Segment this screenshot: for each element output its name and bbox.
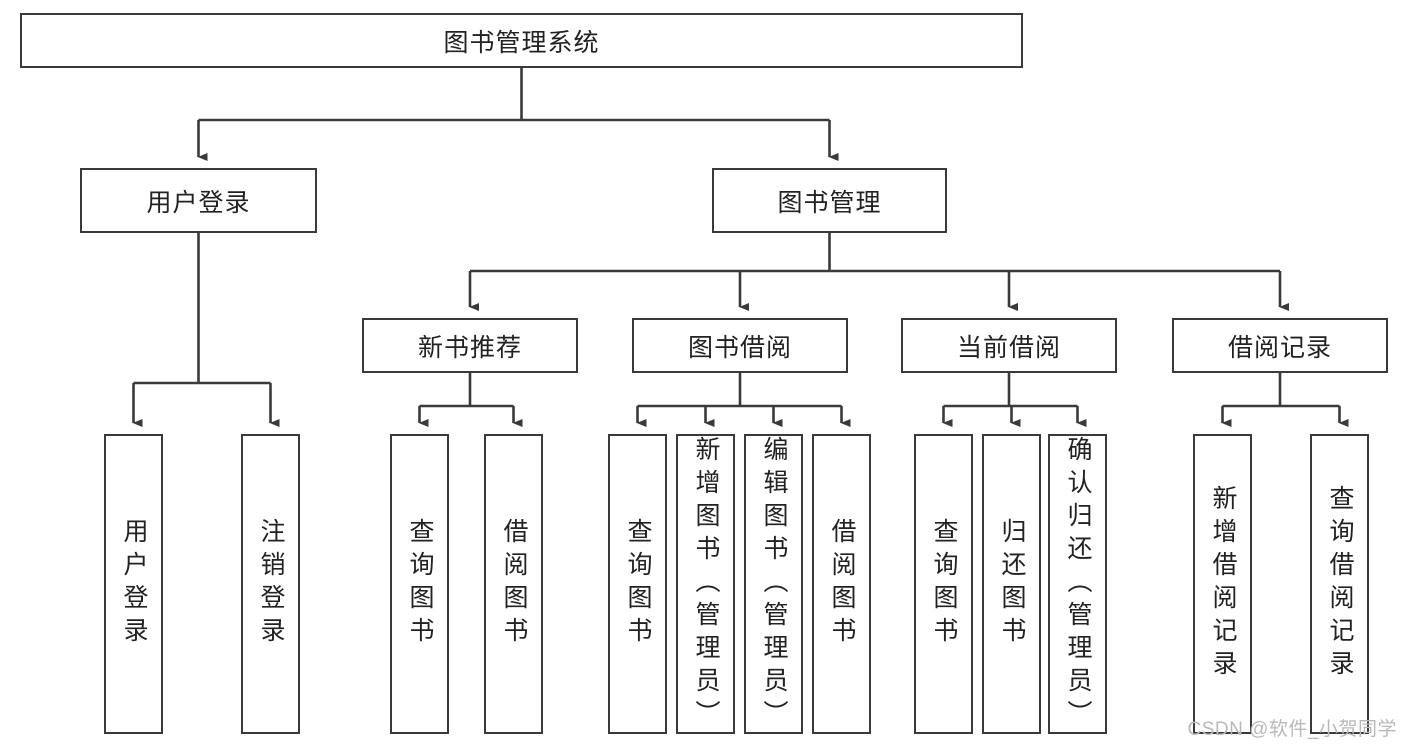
node-label: 图书管理 bbox=[777, 188, 882, 217]
node-label: 注销登录 bbox=[257, 518, 285, 650]
node-label: 用户登录 bbox=[120, 518, 148, 650]
node-cb-return[interactable]: 归还图书 bbox=[982, 434, 1041, 734]
node-label: 新增借阅记录 bbox=[1209, 485, 1237, 683]
node-label: 新增图书（管理员） bbox=[692, 435, 720, 733]
node-bb-query[interactable]: 查询图书 bbox=[608, 434, 667, 734]
node-bb-edit[interactable]: 编辑图书（管理员） bbox=[744, 434, 803, 734]
node-records[interactable]: 借阅记录 bbox=[1172, 318, 1388, 373]
node-bookmgmt[interactable]: 图书管理 bbox=[712, 168, 947, 233]
node-label: 图书借阅 bbox=[687, 333, 792, 362]
node-label: 借阅记录 bbox=[1227, 333, 1332, 362]
node-cb-confirm[interactable]: 确认归还（管理员） bbox=[1048, 434, 1107, 734]
node-newbook[interactable]: 新书推荐 bbox=[362, 318, 578, 373]
node-userlogin[interactable]: 用户登录 bbox=[104, 434, 163, 734]
node-rc-query[interactable]: 查询借阅记录 bbox=[1310, 434, 1369, 734]
node-rc-add[interactable]: 新增借阅记录 bbox=[1193, 434, 1252, 734]
node-userlogout[interactable]: 注销登录 bbox=[241, 434, 300, 734]
node-login[interactable]: 用户登录 bbox=[80, 168, 317, 233]
csdn-watermark: CSDN @软件_小贺同学 bbox=[1187, 719, 1397, 740]
node-label: 当前借阅 bbox=[956, 333, 1061, 362]
node-borrow[interactable]: 图书借阅 bbox=[632, 318, 848, 373]
node-root[interactable]: 图书管理系统 bbox=[20, 13, 1023, 68]
node-label: 新书推荐 bbox=[417, 333, 522, 362]
node-label: 查询图书 bbox=[624, 518, 652, 650]
node-current[interactable]: 当前借阅 bbox=[901, 318, 1117, 373]
node-label: 查询图书 bbox=[930, 518, 958, 650]
node-label: 归还图书 bbox=[998, 518, 1026, 650]
node-cb-query[interactable]: 查询图书 bbox=[914, 434, 973, 734]
node-label: 查询图书 bbox=[406, 518, 434, 650]
node-label: 确认归还（管理员） bbox=[1064, 435, 1092, 733]
node-label: 图书管理系统 bbox=[443, 28, 600, 57]
node-label: 借阅图书 bbox=[828, 518, 856, 650]
node-label: 编辑图书（管理员） bbox=[760, 435, 788, 733]
node-bb-add[interactable]: 新增图书（管理员） bbox=[676, 434, 735, 734]
node-nb-query[interactable]: 查询图书 bbox=[390, 434, 449, 734]
node-label: 借阅图书 bbox=[500, 518, 528, 650]
node-nb-borrow[interactable]: 借阅图书 bbox=[484, 434, 543, 734]
node-bb-borrow[interactable]: 借阅图书 bbox=[812, 434, 871, 734]
node-label: 用户登录 bbox=[146, 188, 251, 217]
node-label: 查询借阅记录 bbox=[1326, 485, 1354, 683]
